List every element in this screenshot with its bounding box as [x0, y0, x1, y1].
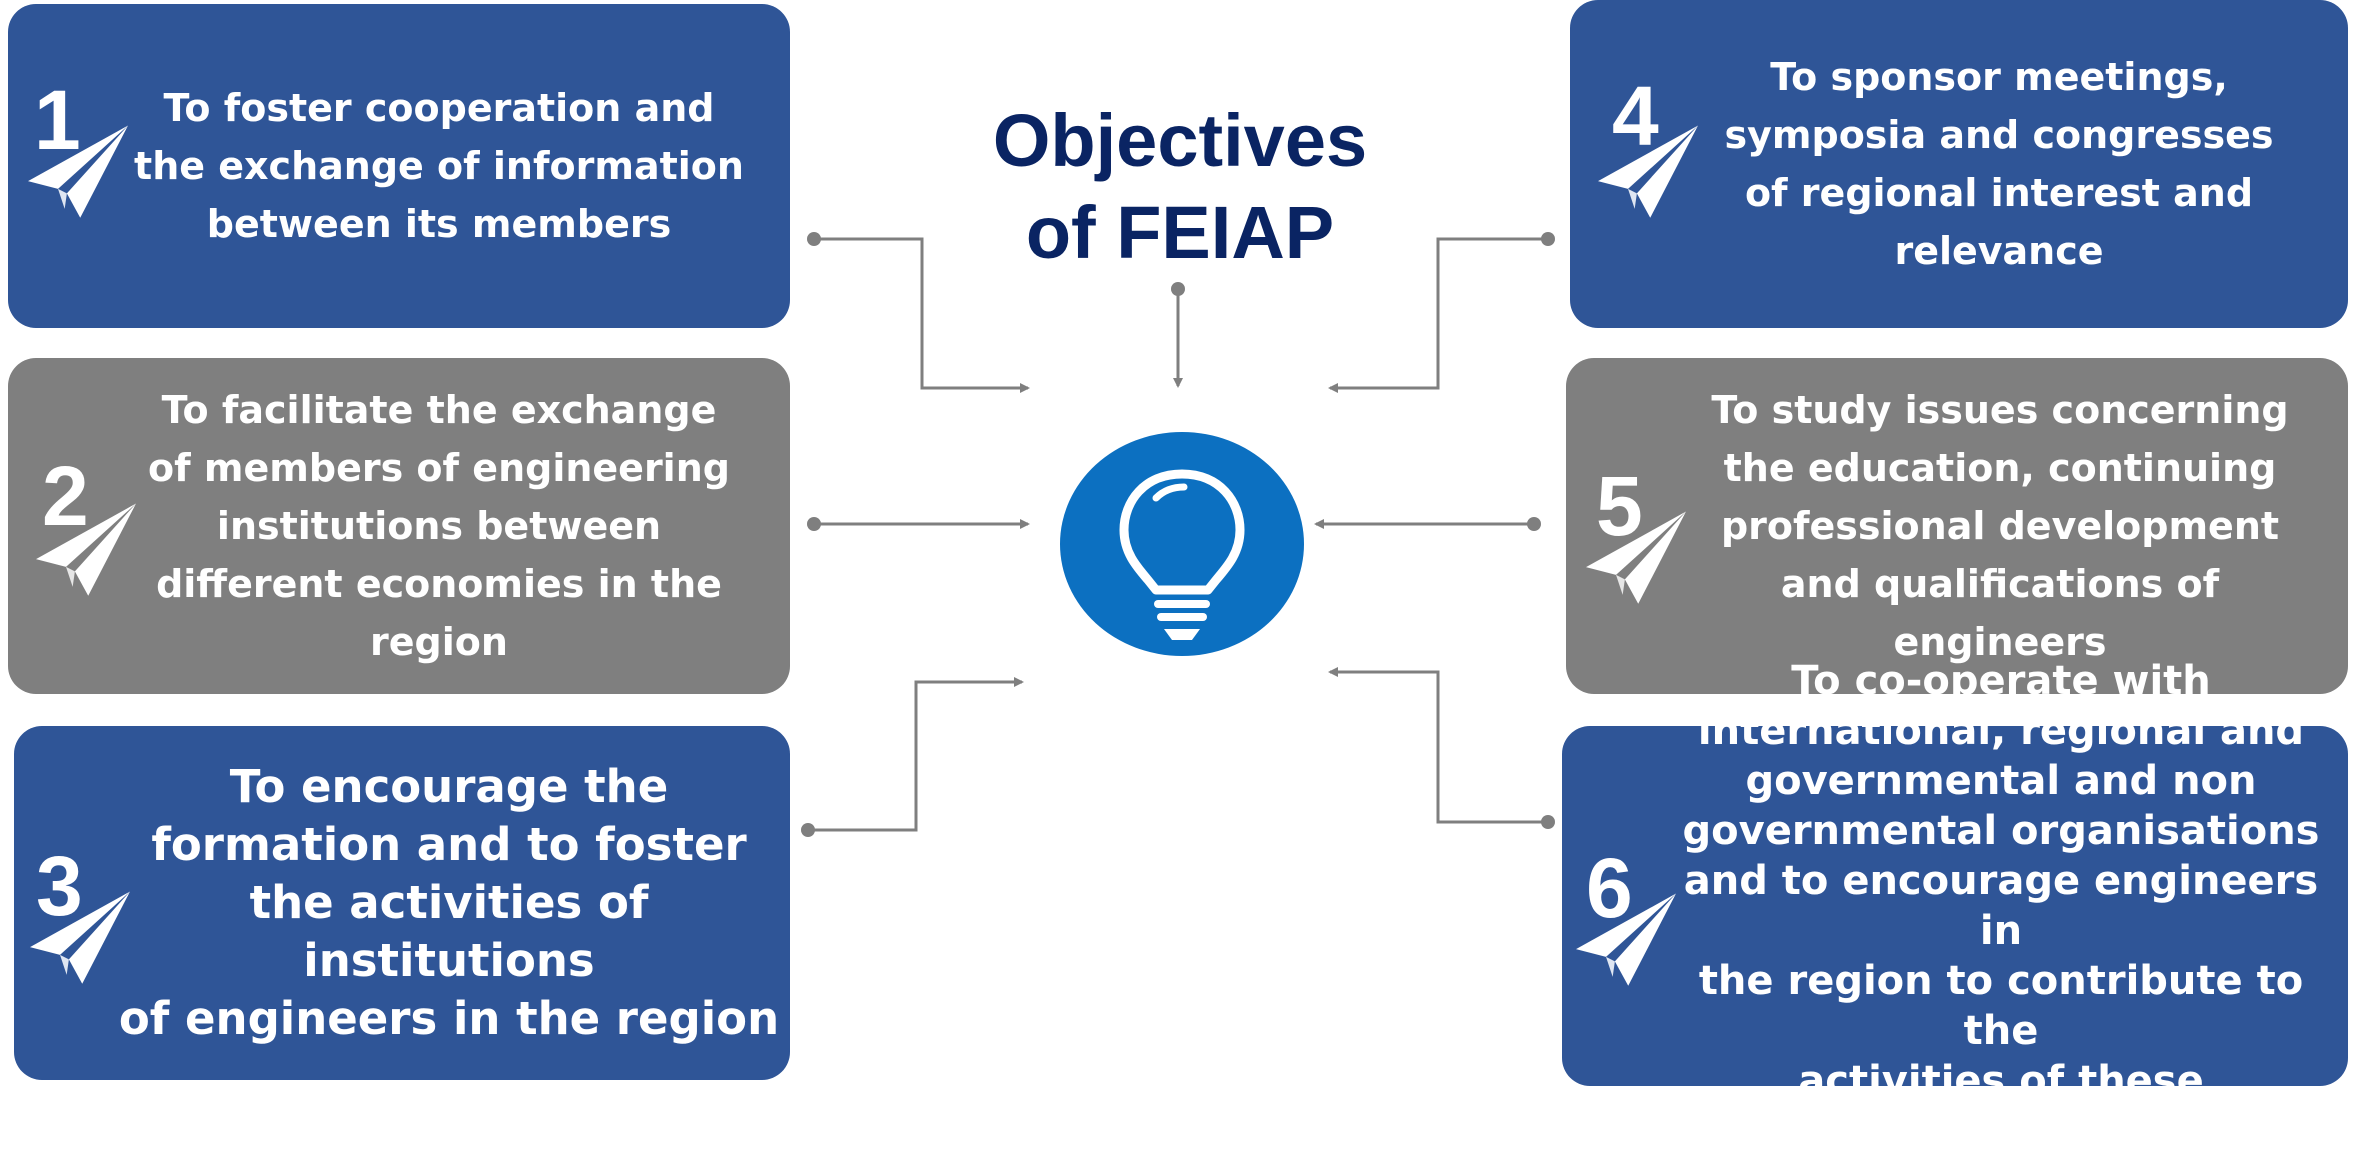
connector-1	[807, 232, 1030, 393]
paper-plane-icon	[36, 503, 136, 596]
objective-box-2: To facilitate the exchange of members of…	[8, 358, 790, 694]
objective-box-3: To encourage the formation and to foster…	[14, 726, 790, 1080]
connector-3	[801, 677, 1024, 837]
paper-plane-icon	[1598, 125, 1698, 218]
objective-number-4: 4	[1612, 69, 1659, 163]
connector-6	[1328, 667, 1555, 829]
connector-2	[807, 517, 1030, 531]
objective-box-1: To foster cooperation and the exchange o…	[8, 4, 790, 328]
paper-plane-icon	[30, 891, 130, 984]
connector-title	[1171, 282, 1185, 388]
diagram-title: Objectives of FEIAP	[992, 99, 1368, 274]
objective-number-3: 3	[36, 839, 83, 933]
objective-number-5: 5	[1596, 459, 1643, 553]
connector-5	[1314, 517, 1541, 531]
center-circle	[1060, 432, 1304, 656]
paper-plane-icon	[1576, 893, 1676, 986]
objective-number-1: 1	[34, 73, 81, 167]
objective-text-5: To study issues concerning the education…	[1711, 388, 2289, 664]
objective-box-5: To study issues concerning the education…	[1566, 358, 2348, 694]
objective-box-4: To sponsor meetings, symposia and congre…	[1570, 0, 2348, 328]
connector-4	[1328, 232, 1555, 393]
paper-plane-icon	[28, 125, 128, 218]
objective-text-1: To foster cooperation and the exchange o…	[134, 86, 744, 246]
objective-text-3: To encourage the formation and to foster…	[118, 760, 780, 1045]
objective-number-6: 6	[1586, 841, 1633, 935]
lightbulb-icon	[1119, 469, 1245, 640]
connector-lines	[801, 232, 1555, 837]
paper-plane-icon	[1586, 511, 1686, 604]
objective-text-2: To facilitate the exchange of members of…	[148, 388, 730, 664]
objective-text-4: To sponsor meetings, symposia and congre…	[1724, 55, 2274, 273]
objective-number-2: 2	[42, 449, 89, 543]
